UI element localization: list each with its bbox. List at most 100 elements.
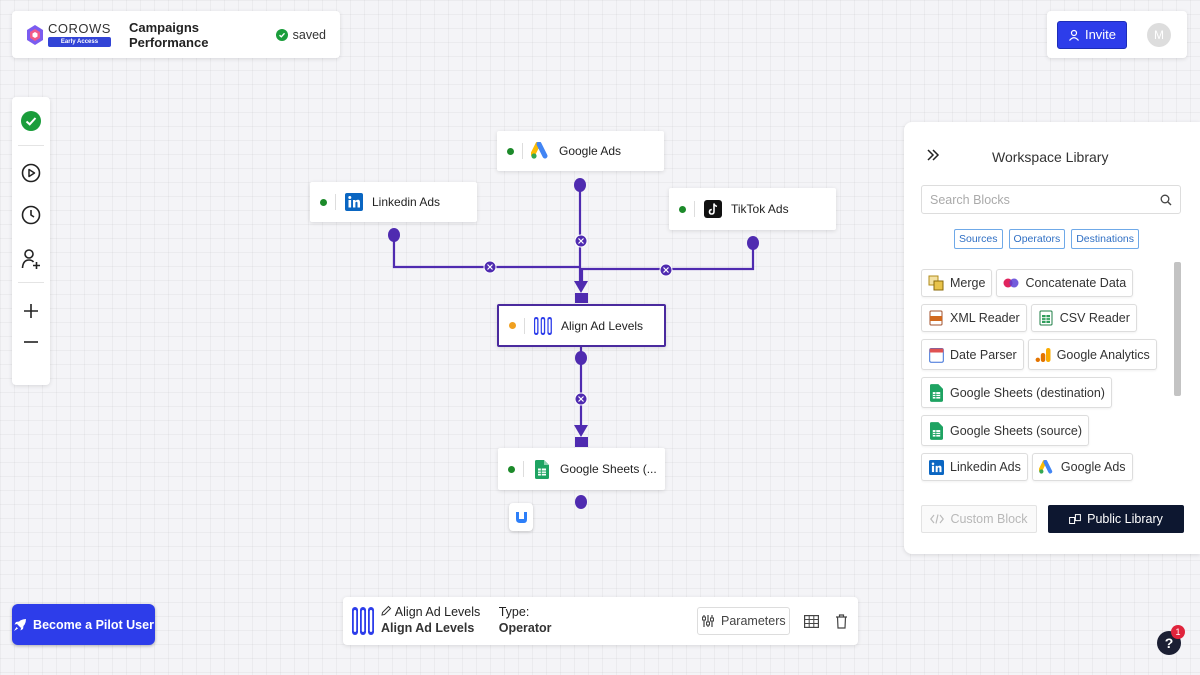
block-xml-reader[interactable]: XML Reader xyxy=(921,304,1027,332)
library-block-list: Merge Concatenate Data XML Reader CSV Re… xyxy=(921,269,1161,490)
check-circle-icon xyxy=(21,111,41,131)
library-scrollbar[interactable] xyxy=(1174,262,1181,396)
parameters-button[interactable]: Parameters xyxy=(696,607,791,635)
block-label: Google Sheets (destination) xyxy=(950,385,1105,400)
input-port xyxy=(574,281,588,293)
filter-operators[interactable]: Operators xyxy=(1008,229,1066,249)
node-label: TikTok Ads xyxy=(731,202,789,216)
public-library-button[interactable]: Public Library xyxy=(1048,505,1184,533)
pilot-label: Become a Pilot User xyxy=(33,617,154,632)
destination-preview-button[interactable] xyxy=(509,503,533,531)
status-dot xyxy=(679,205,686,213)
logo-name: COROWS xyxy=(48,21,111,36)
minus-icon xyxy=(24,341,38,343)
sliders-icon xyxy=(702,615,714,627)
output-port xyxy=(575,495,587,509)
output-port xyxy=(575,351,587,365)
zoom-in-button[interactable] xyxy=(12,293,50,329)
remove-edge-icon xyxy=(659,263,673,277)
node-tiktok-ads[interactable]: TikTok Ads xyxy=(669,188,836,230)
block-date-parser[interactable]: Date Parser xyxy=(921,339,1024,370)
google-sheets-icon xyxy=(532,459,552,479)
pencil-icon xyxy=(381,606,392,617)
library-icon xyxy=(1069,514,1082,524)
concatenate-icon xyxy=(1003,274,1019,292)
remove-edge-icon xyxy=(574,234,588,248)
search-icon[interactable] xyxy=(1160,194,1172,206)
block-google-analytics[interactable]: Google Analytics xyxy=(1027,339,1157,370)
node-label: Google Sheets (... xyxy=(560,462,657,476)
collapse-panel-button[interactable] xyxy=(926,148,940,166)
data-studio-icon xyxy=(516,512,527,523)
toolbar-divider xyxy=(18,282,44,283)
node-align-ad-levels[interactable]: Align Ad Levels xyxy=(497,304,666,347)
block-label: CSV Reader xyxy=(1059,311,1130,325)
filter-destinations[interactable]: Destinations xyxy=(1071,229,1139,249)
library-title: Workspace Library xyxy=(992,149,1109,165)
node-divider xyxy=(335,194,336,210)
remove-edge-icon xyxy=(483,260,497,274)
notification-badge: 1 xyxy=(1171,625,1185,639)
output-port xyxy=(574,178,586,192)
node-google-sheets[interactable]: Google Sheets (... xyxy=(498,448,665,490)
node-label: Google Ads xyxy=(559,144,622,158)
node-label: Align Ad Levels xyxy=(561,318,644,333)
block-name: Align Ad Levels xyxy=(381,621,475,635)
save-status-label: saved xyxy=(292,27,326,42)
node-divider xyxy=(694,201,695,217)
block-csv-reader[interactable]: CSV Reader xyxy=(1030,304,1137,332)
merge-icon xyxy=(928,274,944,292)
input-port xyxy=(575,437,588,447)
custom-block-button[interactable]: Custom Block xyxy=(921,505,1037,533)
block-label: Google Analytics xyxy=(1056,347,1150,362)
output-port xyxy=(747,236,759,250)
table-icon xyxy=(803,614,819,628)
align-levels-icon xyxy=(533,316,553,336)
status-dot xyxy=(508,465,515,473)
become-pilot-user-button[interactable]: Become a Pilot User xyxy=(12,604,155,645)
rocket-icon xyxy=(14,618,27,631)
block-google-sheets-source[interactable]: Google Sheets (source) xyxy=(921,415,1090,446)
search-input[interactable] xyxy=(930,192,1130,207)
block-google-sheets-destination[interactable]: Google Sheets (destination) xyxy=(921,377,1112,408)
block-google-ads[interactable]: Google Ads xyxy=(1031,453,1133,481)
table-view-button[interactable] xyxy=(802,611,820,631)
canvas-toolbar xyxy=(12,97,50,385)
public-library-label: Public Library xyxy=(1087,512,1163,526)
block-name-editable[interactable]: Align Ad Levels xyxy=(381,605,489,621)
linkedin-icon xyxy=(928,458,944,476)
invite-button[interactable]: Invite xyxy=(1057,20,1127,49)
avatar[interactable]: M xyxy=(1147,22,1171,47)
block-merge[interactable]: Merge xyxy=(921,269,993,297)
node-linkedin-ads[interactable]: Linkedin Ads xyxy=(310,182,477,222)
project-title[interactable]: Campaigns Performance xyxy=(128,19,209,50)
calendar-icon xyxy=(928,346,944,364)
xml-file-icon xyxy=(928,309,944,327)
toolbar-divider xyxy=(18,145,44,146)
block-linkedin-ads[interactable]: Linkedin Ads xyxy=(921,453,1028,481)
google-analytics-icon xyxy=(1035,346,1051,364)
clock-icon xyxy=(21,205,41,225)
block-label: XML Reader xyxy=(950,311,1020,325)
block-label: Google Ads xyxy=(1060,460,1126,474)
validate-button[interactable] xyxy=(12,97,50,145)
run-button[interactable] xyxy=(12,152,50,194)
history-button[interactable] xyxy=(12,194,50,236)
block-details-panel: Align Ad Levels Align Ad Levels Type: Op… xyxy=(343,597,858,645)
corows-logo-icon xyxy=(26,24,44,46)
block-label: Linkedin Ads xyxy=(950,460,1021,474)
library-search xyxy=(921,185,1181,214)
linkedin-icon xyxy=(344,192,364,212)
double-chevron-right-icon xyxy=(927,149,940,161)
delete-block-button[interactable] xyxy=(832,611,850,631)
filter-sources[interactable]: Sources xyxy=(954,229,1003,249)
add-user-button[interactable] xyxy=(12,236,50,282)
zoom-out-button[interactable] xyxy=(12,329,50,355)
user-icon xyxy=(1068,29,1079,41)
corows-logo[interactable]: COROWS Early Access xyxy=(26,22,111,47)
block-concatenate-data[interactable]: Concatenate Data xyxy=(996,269,1134,297)
node-google-ads[interactable]: Google Ads xyxy=(497,131,664,171)
workspace-library-panel: Workspace Library Sources Operators Dest… xyxy=(904,122,1200,554)
node-divider xyxy=(522,143,523,159)
remove-edge-icon xyxy=(574,392,588,406)
